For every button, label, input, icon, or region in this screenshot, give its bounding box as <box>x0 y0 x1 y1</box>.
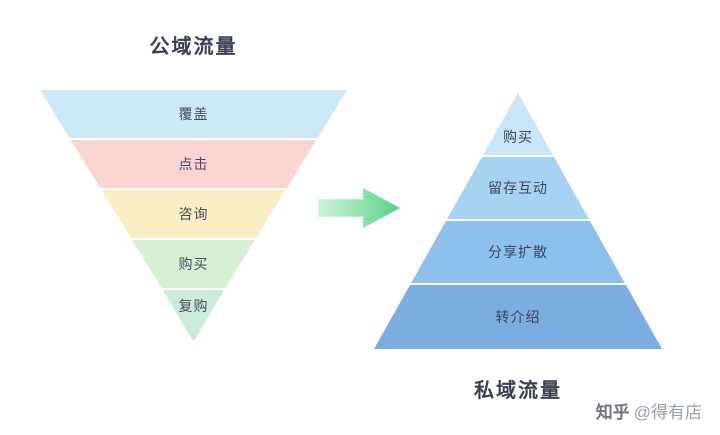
watermark-handle: @得有店 <box>633 403 702 422</box>
funnel-layer-label: 购买 <box>178 256 209 272</box>
pyramid-layer-label: 转介绍 <box>495 309 541 325</box>
zhihu-logo-text: 知乎 <box>595 403 630 422</box>
funnel-layer-label: 咨询 <box>178 206 209 222</box>
private-traffic-pyramid: 购买 留存互动 分享扩散 转介绍 <box>374 93 662 349</box>
pyramid-layer-purchase: 购买 <box>483 93 553 155</box>
funnel-layer-inquiry: 咨询 <box>101 190 286 238</box>
funnel-layer-repurchase: 复购 <box>162 290 225 340</box>
watermark: 知乎 @得有店 <box>596 398 702 423</box>
funnel-layer-coverage: 覆盖 <box>40 90 347 138</box>
funnel-layer-label: 点击 <box>178 156 209 172</box>
funnel-layer-label: 复购 <box>178 298 209 314</box>
public-traffic-funnel: 覆盖 点击 咨询 购买 复购 <box>40 90 347 340</box>
left-funnel-title: 公域流量 <box>149 36 238 58</box>
right-pyramid-title: 私域流量 <box>474 380 562 402</box>
funnel-layer-label: 覆盖 <box>178 106 209 122</box>
pyramid-layer-retention: 留存互动 <box>447 157 589 219</box>
pyramid-layer-label: 留存互动 <box>488 180 548 196</box>
pyramid-layer-referral: 转介绍 <box>374 285 662 349</box>
pyramid-layer-label: 购买 <box>503 129 533 145</box>
pyramid-layer-label: 分享扩散 <box>488 244 548 260</box>
funnel-layer-purchase: 购买 <box>132 240 255 288</box>
pyramid-layer-share: 分享扩散 <box>411 221 625 283</box>
funnel-layer-click: 点击 <box>70 140 317 188</box>
